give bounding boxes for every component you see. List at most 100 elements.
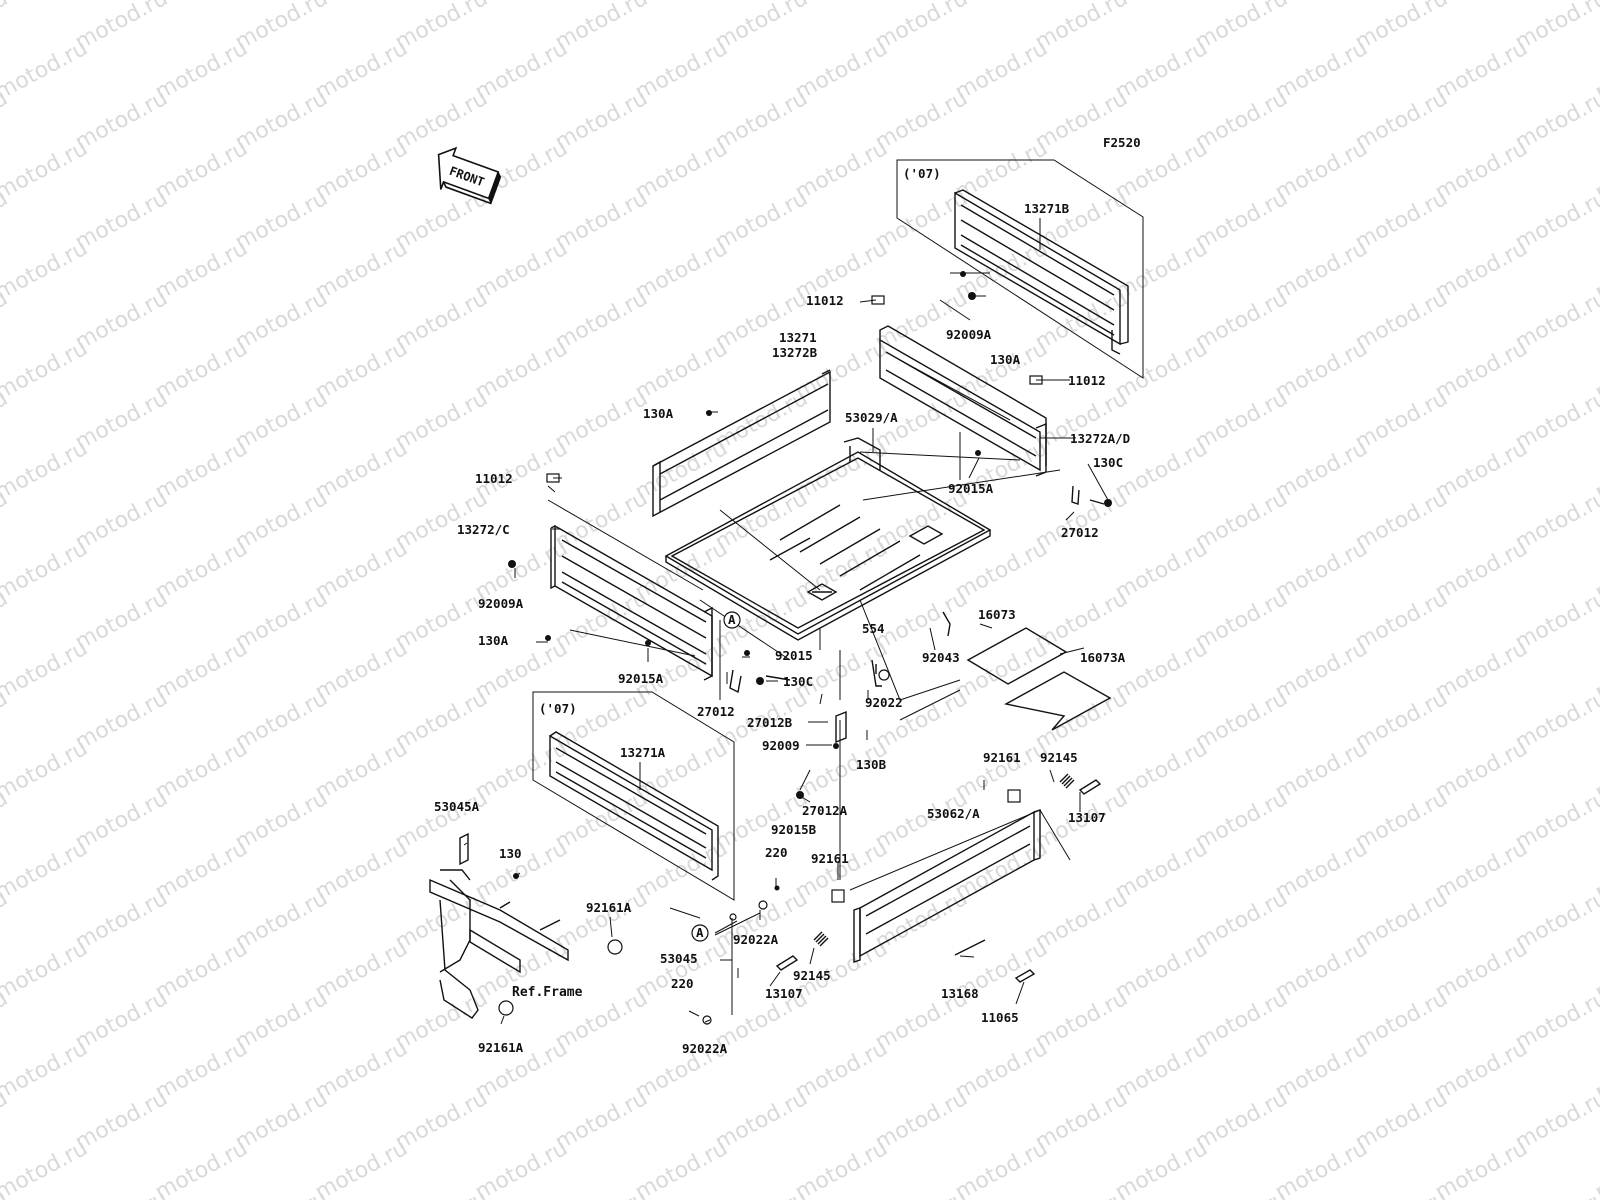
watermark-text: motod.ru xyxy=(1431,836,1532,905)
watermark-text: motod.ru xyxy=(1351,886,1452,955)
watermark-text: motod.ru xyxy=(231,486,332,555)
watermark-text: motod.ru xyxy=(711,186,812,255)
watermark-text: motod.ru xyxy=(631,836,732,905)
inset-top-part: 13271B xyxy=(1024,201,1070,216)
watermark-text: motod.ru xyxy=(711,1086,812,1155)
label-92015B: 92015B xyxy=(771,822,817,837)
label-92009A-left: 92009A xyxy=(478,596,524,611)
label-27012-left: 27012 xyxy=(697,704,735,719)
watermark-text: motod.ru xyxy=(791,1136,892,1200)
watermark-text: motod.ru xyxy=(1431,336,1532,405)
label-220-low: 220 xyxy=(671,976,694,991)
label-92145-top: 92145 xyxy=(1040,750,1078,765)
watermark-text: motod.ru xyxy=(391,386,492,455)
watermark-text: motod.ru xyxy=(711,0,812,55)
inset-bottom-part: 13271A xyxy=(620,745,666,760)
watermark-text: motod.ru xyxy=(391,186,492,255)
watermark-text: motod.ru xyxy=(1271,536,1372,605)
label-130B: 130B xyxy=(856,757,887,772)
label-92022: 92022 xyxy=(865,695,903,710)
watermark-text: motod.ru xyxy=(1191,1186,1292,1200)
watermark-text: motod.ru xyxy=(71,486,172,555)
watermark-text: motod.ru xyxy=(631,236,732,305)
watermark-text: motod.ru xyxy=(551,286,652,355)
watermark-text: motod.ru xyxy=(1191,686,1292,755)
watermark-text: motod.ru xyxy=(391,586,492,655)
label-92161A-top: 92161A xyxy=(586,900,632,915)
watermark-text: motod.ru xyxy=(1191,386,1292,455)
watermark-text: motod.ru xyxy=(0,436,92,505)
watermark-text: motod.ru xyxy=(1431,36,1532,105)
inset-bottom-year: ('07) xyxy=(539,701,577,716)
tailgate-53062A xyxy=(849,809,1071,963)
watermark-text: motod.ru xyxy=(1431,236,1532,305)
watermark-text: motod.ru xyxy=(1271,336,1372,405)
watermark-text: motod.ru xyxy=(391,1186,492,1200)
watermark-text: motod.ru xyxy=(311,1036,412,1105)
watermark-text: motod.ru xyxy=(951,1136,1052,1200)
watermark-text: motod.ru xyxy=(631,936,732,1005)
label-130C-left: 130C xyxy=(783,674,813,689)
watermark-text: motod.ru xyxy=(1031,1186,1132,1200)
label-16073A: 16073A xyxy=(1080,650,1126,665)
watermark-text: motod.ru xyxy=(1351,0,1452,55)
side-panel-front xyxy=(550,524,713,681)
label-130: 130 xyxy=(499,846,522,861)
label-11012-right: 11012 xyxy=(1068,373,1106,388)
watermark-text: motod.ru xyxy=(71,1186,172,1200)
watermark-text: motod.ru xyxy=(951,36,1052,105)
watermark-text: motod.ru xyxy=(71,986,172,1055)
watermark-text: motod.ru xyxy=(1431,736,1532,805)
watermark-text: motod.ru xyxy=(151,1136,252,1200)
watermark-text: motod.ru xyxy=(231,0,332,55)
label-92009: 92009 xyxy=(762,738,800,753)
watermark-text: motod.ru xyxy=(151,436,252,505)
label-554: 554 xyxy=(862,621,885,636)
watermark-text: motod.ru xyxy=(1271,636,1372,705)
watermark-text: motod.ru xyxy=(871,886,972,955)
watermark-text: motod.ru xyxy=(151,1036,252,1105)
watermark-text: motod.ru xyxy=(1271,136,1372,205)
watermark-text: motod.ru xyxy=(1111,336,1212,405)
watermark-text: motod.ru xyxy=(711,1186,812,1200)
watermark-text: motod.ru xyxy=(1431,1136,1532,1200)
watermark-text: motod.ru xyxy=(1191,586,1292,655)
watermark-text: motod.ru xyxy=(1431,636,1532,705)
watermark-text: motod.ru xyxy=(1351,686,1452,755)
watermark-text: motod.ru xyxy=(1271,1036,1372,1105)
watermark-text: motod.ru xyxy=(391,986,492,1055)
watermark-text: motod.ru xyxy=(151,836,252,905)
watermark-text: motod.ru xyxy=(231,886,332,955)
watermark-text: motod.ru xyxy=(1271,436,1372,505)
watermark-text: motod.ru xyxy=(871,86,972,155)
watermark-text: motod.ru xyxy=(1271,736,1372,805)
watermark-text: motod.ru xyxy=(71,386,172,455)
reference-frame xyxy=(429,832,569,1019)
watermark-text: motod.ru xyxy=(551,1086,652,1155)
watermark-text: motod.ru xyxy=(1031,486,1132,555)
watermark-text: motod.ru xyxy=(1191,86,1292,155)
label-13271: 13271 xyxy=(779,330,817,345)
watermark-text: motod.ru xyxy=(151,936,252,1005)
watermark-text: motod.ru xyxy=(1351,86,1452,155)
watermark-text: motod.ru xyxy=(471,336,572,405)
part-labels: 11012 92009A 13271 13272B 130A 11012 130… xyxy=(434,293,1130,1056)
watermark-text: motod.ru xyxy=(1431,536,1532,605)
inset-bottom: ('07) 13271A xyxy=(532,691,735,901)
watermark-text: motod.ru xyxy=(311,1136,412,1200)
watermark-text: motod.ru xyxy=(471,736,572,805)
label-130A-right: 130A xyxy=(990,352,1021,367)
watermark-text: motod.ru xyxy=(311,36,412,105)
watermark-text: motod.ru xyxy=(1431,436,1532,505)
watermark-text: motod.ru xyxy=(231,1186,332,1200)
watermark-text: motod.ru xyxy=(0,0,92,5)
watermark-text: motod.ru xyxy=(631,436,732,505)
label-27012-right: 27012 xyxy=(1061,525,1099,540)
watermark-text: motod.ru xyxy=(0,1036,92,1105)
watermark-text: motod.ru xyxy=(551,1186,652,1200)
watermark-text: motod.ru xyxy=(0,136,92,205)
watermark-text: motod.ru xyxy=(1031,586,1132,655)
callout-a-upper-label: A xyxy=(728,612,736,627)
watermark-text: motod.ru xyxy=(791,436,892,505)
